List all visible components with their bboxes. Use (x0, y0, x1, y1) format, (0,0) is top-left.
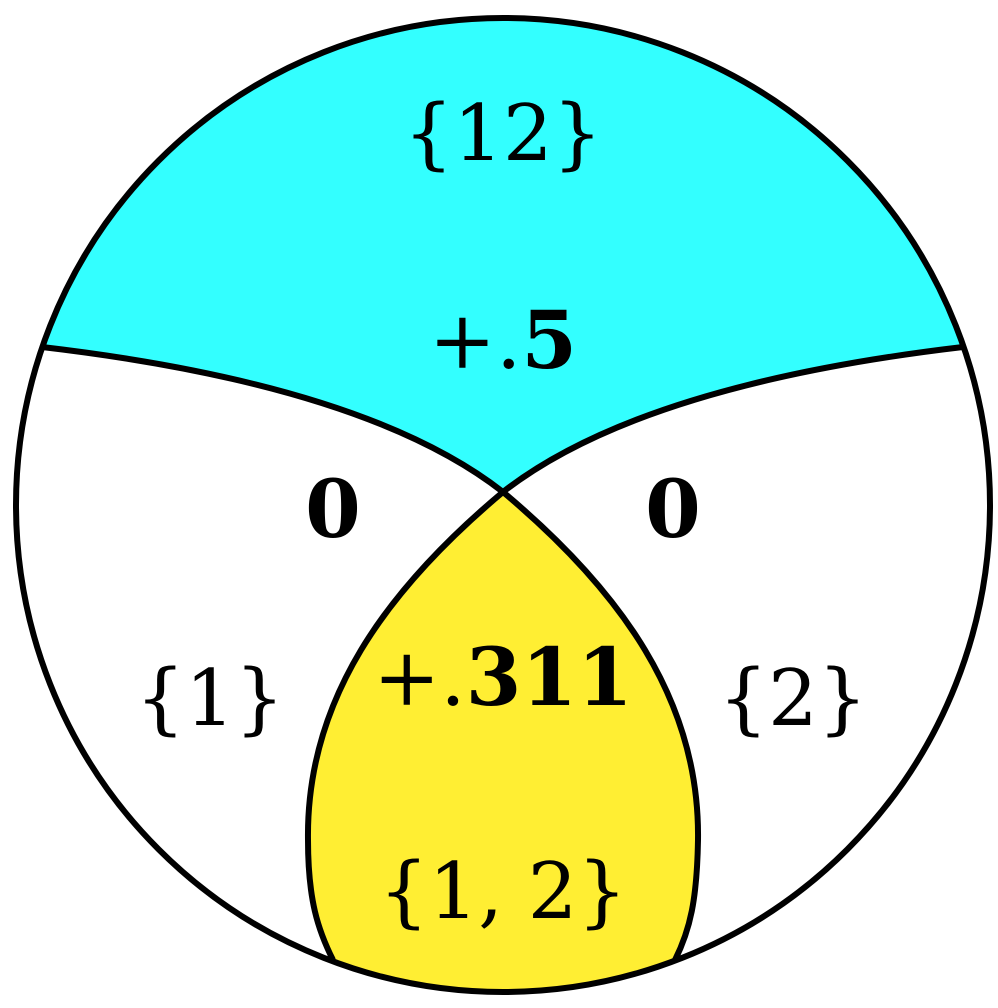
set-label-bottom: {1, 2} (379, 847, 627, 937)
value-label-left: 0 (305, 462, 361, 556)
outer-circle (13, 15, 993, 995)
region-top (42, 18, 963, 493)
region-bottom (307, 492, 699, 992)
set-label-top: {12} (404, 89, 603, 179)
divider-right-upper (501, 344, 964, 495)
divider-left-lower (304, 489, 505, 962)
divider-left-upper (41, 344, 505, 495)
value-label-bottom: +.311 (373, 630, 632, 724)
value-label-top: +.5 (429, 293, 577, 387)
divider-right-lower (501, 489, 702, 962)
set-label-left: {1} (136, 654, 285, 744)
value-label-right: 0 (645, 462, 701, 556)
set-label-right: {2} (719, 654, 868, 744)
